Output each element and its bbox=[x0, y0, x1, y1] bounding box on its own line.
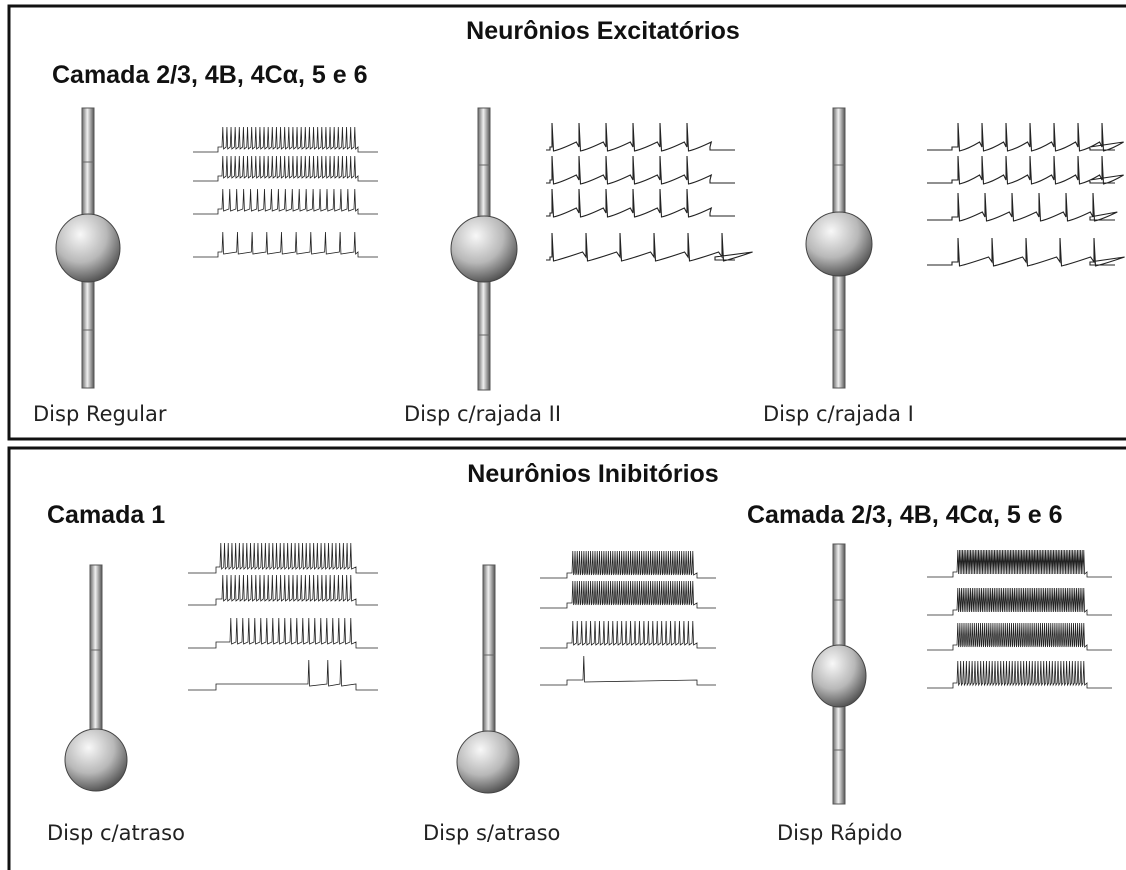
trace-burst2-3 bbox=[546, 188, 735, 218]
trace-nondelayed-4 bbox=[540, 655, 716, 686]
trace-regular-4 bbox=[193, 231, 378, 258]
trace-burst1-4 bbox=[927, 237, 1125, 267]
neuron-fast bbox=[811, 543, 867, 805]
caption-burst1: Disp c/rajada I bbox=[763, 402, 914, 426]
neuron-delayed-soma bbox=[64, 728, 128, 792]
trace-burst2-2 bbox=[546, 155, 735, 185]
neuron-burst1-soma bbox=[805, 211, 873, 277]
trace-burst1-3 bbox=[927, 192, 1118, 222]
trace-regular-1 bbox=[193, 126, 378, 153]
traces-delayed bbox=[188, 542, 378, 691]
neuron-regular bbox=[55, 107, 121, 389]
trace-fast-1 bbox=[927, 549, 1112, 578]
trace-burst2-4 bbox=[546, 232, 753, 262]
trace-burst1-2 bbox=[927, 155, 1124, 185]
excitatory-title: Neurônios Excitatórios bbox=[466, 17, 740, 45]
trace-nondelayed-2 bbox=[540, 580, 716, 609]
trace-nondelayed-1 bbox=[540, 550, 716, 579]
trace-delayed-1 bbox=[188, 542, 378, 574]
inhibitory-title: Neurônios Inibitórios bbox=[467, 460, 718, 488]
trace-burst1-1 bbox=[927, 122, 1124, 152]
traces-regular bbox=[193, 126, 378, 258]
excitatory-panel bbox=[7, 4, 1126, 441]
neuron-burst2-soma bbox=[450, 215, 518, 283]
neuron-burst1 bbox=[805, 107, 873, 389]
trace-fast-4 bbox=[927, 660, 1112, 689]
inhibitory-layer-label-left: Camada 1 bbox=[47, 501, 165, 529]
traces-burst1 bbox=[927, 122, 1125, 267]
traces-nondelayed bbox=[540, 550, 716, 686]
neuron-nondelayed-dendrite bbox=[482, 564, 496, 751]
neuron-delayed-dendrite bbox=[89, 564, 103, 751]
neuron-fast-soma bbox=[811, 644, 867, 708]
traces-fast bbox=[927, 549, 1112, 689]
neuron-regular-soma bbox=[55, 213, 121, 283]
trace-fast-3 bbox=[927, 622, 1112, 651]
trace-regular-3 bbox=[193, 188, 378, 215]
caption-fast: Disp Rápido bbox=[777, 821, 902, 845]
neuron-delayed bbox=[64, 564, 128, 792]
trace-regular-2 bbox=[193, 155, 378, 182]
trace-burst2-1 bbox=[546, 122, 735, 152]
traces-burst2 bbox=[546, 122, 753, 262]
caption-nondelayed: Disp s/atraso bbox=[423, 821, 560, 845]
trace-delayed-2 bbox=[188, 574, 378, 606]
excitatory-layer-label: Camada 2/3, 4B, 4Cα, 5 e 6 bbox=[52, 61, 368, 89]
trace-delayed-4 bbox=[188, 659, 378, 691]
inhibitory-panel bbox=[7, 446, 1126, 870]
caption-delayed: Disp c/atraso bbox=[47, 821, 185, 845]
inhibitory-layer-label-right: Camada 2/3, 4B, 4Cα, 5 e 6 bbox=[747, 501, 1063, 529]
caption-burst2: Disp c/rajada II bbox=[404, 402, 561, 426]
neuron-nondelayed bbox=[456, 564, 520, 794]
neuron-burst2 bbox=[450, 107, 518, 391]
trace-nondelayed-3 bbox=[540, 620, 716, 649]
trace-delayed-3 bbox=[188, 617, 378, 649]
caption-regular: Disp Regular bbox=[33, 402, 167, 426]
neuron-nondelayed-soma bbox=[456, 730, 520, 794]
trace-fast-2 bbox=[927, 587, 1112, 616]
